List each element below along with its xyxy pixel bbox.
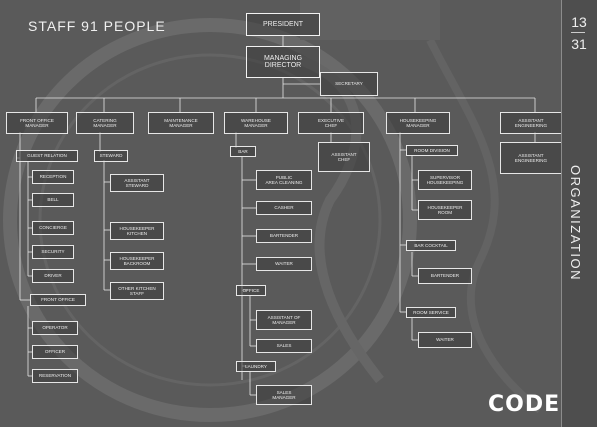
room-service-box: ROOM SERVICE xyxy=(406,307,456,318)
housekeeper-room-box: HOUSEKEEPER ROOM xyxy=(418,200,472,220)
guest-relation-box: GUEST RELATION xyxy=(16,150,78,162)
laundry-box: LAUNDRY xyxy=(236,361,276,372)
assistant-manager-box: ASSISTANT OF MANAGER xyxy=(256,310,312,330)
secretary-box: SECRETARY xyxy=(320,72,378,96)
public-area-box: PUBLIC AREA CLEANING xyxy=(256,170,312,190)
assistant-engineering-box: ASSISTANT ENGINEERING xyxy=(500,112,562,134)
waiter-box: WAITER xyxy=(256,257,312,271)
page-total: 31 xyxy=(571,36,587,52)
code-logo: CODE xyxy=(488,392,560,417)
front-office-manager-box: FRONT OFFICE MANAGER xyxy=(6,112,68,134)
housekeeping-manager-box: HOUSEKEEPING MANAGER xyxy=(386,112,450,134)
president-box: PRESIDENT xyxy=(246,13,320,36)
sales-manager-box: SALES MANAGER xyxy=(256,385,312,405)
bar-box: BAR xyxy=(230,146,256,157)
waiter-2-box: WAITER xyxy=(418,332,472,348)
page-total-wrap: 31 xyxy=(564,36,594,52)
bell-box: BELL xyxy=(32,193,74,207)
office-box: OFFICE xyxy=(236,285,266,296)
maintenance-manager-box: MAINTENANCE MANAGER xyxy=(148,112,214,134)
assistant-chef-box: ASSISTANT CHEF xyxy=(318,142,370,172)
page-current: 13 xyxy=(571,14,587,30)
section-label: ORGANIZATION xyxy=(568,165,583,281)
bartender-box: BARTENDER xyxy=(256,229,312,243)
steward-box: STEWARD xyxy=(94,150,128,162)
operator-box: OPERATOR xyxy=(32,321,78,335)
page-number: 13 xyxy=(564,14,594,30)
bartender-2-box: BARTENDER xyxy=(418,268,472,284)
supervisor-housekeeping-box: SUPERVISOR HOUSEKEEPING xyxy=(418,170,472,190)
room-division-box: ROOM DIVISION xyxy=(406,145,458,156)
sales-box: SALES xyxy=(256,339,312,353)
warehouse-manager-box: WAREHOUSE MANAGER xyxy=(224,112,288,134)
housekeeper-kitchen-box: HOUSEKEEPER KITCHEN xyxy=(110,222,164,240)
security-box: SECURITY xyxy=(32,245,74,259)
assistant-steward-box: ASSISTANT STEWARD xyxy=(110,174,164,192)
page-divider xyxy=(571,32,585,33)
front-office-box: FRONT OFFICE xyxy=(30,294,86,306)
catering-manager-box: CATERING MANAGER xyxy=(76,112,134,134)
other-kitchen-staff-box: OTHER KITCHEN STAFF xyxy=(110,282,164,300)
managing-director-box: MANAGING DIRECTOR xyxy=(246,46,320,78)
housekeeper-backroom-box: HOUSEKEEPER BACKROOM xyxy=(110,252,164,270)
concierge-box: CONCIERGE xyxy=(32,221,74,235)
officer-box: OFFICER xyxy=(32,345,78,359)
casher-box: CASHER xyxy=(256,201,312,215)
executive-chef-box: EXECUTIVE CHEF xyxy=(298,112,364,134)
driver-box: DRIVER xyxy=(32,269,74,283)
reservation-box: RESERVATION xyxy=(32,369,78,383)
bar-cocktail-box: BAR COCKTAIL xyxy=(406,240,456,251)
reception-box: RECEPTION xyxy=(32,170,74,184)
assistant-engineering-sub-box: ASSISTANT ENGINEERING xyxy=(500,142,562,174)
